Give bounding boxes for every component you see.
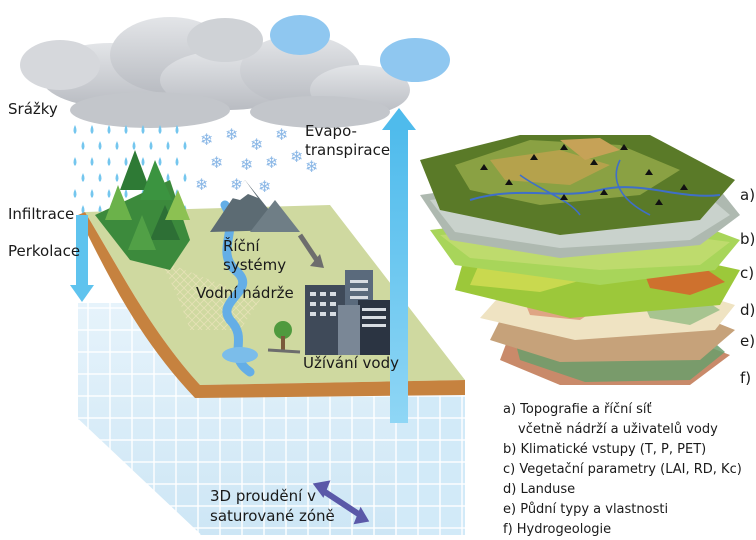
- raindrop: [107, 189, 111, 198]
- raindrop: [98, 173, 102, 182]
- raindrop: [141, 125, 145, 134]
- raindrop: [158, 157, 162, 166]
- raindrop: [115, 141, 119, 150]
- raindrop: [124, 157, 128, 166]
- layer-letter-a: a): [740, 186, 756, 204]
- mountain: [210, 180, 300, 232]
- clouds: [20, 15, 450, 128]
- raindrop: [81, 141, 85, 150]
- svg-text:❄: ❄: [195, 175, 208, 194]
- raindrop: [73, 189, 77, 198]
- raindrop: [158, 125, 162, 134]
- svg-text:❄: ❄: [265, 153, 278, 172]
- legend-item-f: f) Hydrogeologie: [503, 522, 612, 537]
- svg-text:❄: ❄: [275, 125, 288, 144]
- city: [274, 270, 390, 355]
- label-3d-flow-line2: saturované zóně: [210, 507, 335, 525]
- legend-item-b: b) Klimatické vstupy (T, P, PET): [503, 442, 707, 457]
- forest: [95, 150, 190, 270]
- legend-item-d: d) Landuse: [503, 482, 576, 497]
- evapotranspiration-arrow: [382, 108, 416, 423]
- raindrop: [175, 125, 179, 134]
- raindrop: [166, 173, 170, 182]
- layer-letter-c: c): [740, 264, 755, 282]
- svg-text:❄: ❄: [250, 135, 263, 154]
- svg-text:❄: ❄: [258, 177, 271, 196]
- raindrop: [115, 173, 119, 182]
- layer-letter-f: f): [740, 369, 752, 387]
- label-water-use: Užívání vody: [303, 354, 399, 372]
- legend-item-a: a) Topografie a říční síť: [503, 402, 652, 417]
- legend-item-a-cont: včetně nádrží a uživatelů vody: [518, 422, 718, 437]
- raindrop: [90, 189, 94, 198]
- river-flow-arrow: [297, 233, 324, 268]
- label-reservoirs: Vodní nádrže: [196, 284, 294, 302]
- snowflakes: ❄❄❄ ❄❄❄ ❄❄❄ ❄❄❄: [195, 125, 318, 196]
- svg-text:❄: ❄: [305, 157, 318, 176]
- raindrop: [141, 157, 145, 166]
- raindrop: [107, 157, 111, 166]
- raindrop: [90, 125, 94, 134]
- label-precipitation: Srážky: [8, 100, 58, 118]
- legend-item-c: c) Vegetační parametry (LAI, RD, Kc): [503, 462, 742, 477]
- label-evapo-line1: Evapo-: [305, 122, 357, 140]
- label-evapo-line2: transpirace: [305, 141, 391, 159]
- svg-text:❄: ❄: [210, 153, 223, 172]
- layer-letter-d: d): [740, 301, 756, 319]
- raindrop: [81, 205, 85, 214]
- raindrop: [107, 125, 111, 134]
- layer-letter-b: b): [740, 230, 756, 248]
- raindrop: [90, 157, 94, 166]
- groundwater-flow-arrow: [312, 480, 370, 525]
- label-infiltration: Infiltrace: [8, 205, 75, 223]
- label-3d-flow-line1: 3D proudění v: [210, 487, 316, 505]
- svg-text:❄: ❄: [240, 155, 253, 174]
- raindrop: [166, 141, 170, 150]
- raindrop: [98, 141, 102, 150]
- river: [220, 200, 258, 377]
- raindrop: [124, 125, 128, 134]
- raindrop: [132, 141, 136, 150]
- raindrop: [73, 157, 77, 166]
- label-percolation: Perkolace: [8, 242, 81, 260]
- raindrop: [183, 141, 187, 150]
- label-river-line1: Říční: [223, 237, 260, 255]
- infiltration-arrow: [70, 215, 94, 302]
- raindrop: [183, 173, 187, 182]
- svg-text:❄: ❄: [200, 130, 213, 149]
- water-use-arrow: [267, 348, 301, 354]
- raindrop: [124, 189, 128, 198]
- raindrop: [149, 141, 153, 150]
- raindrop: [73, 125, 77, 134]
- label-river-line2: systémy: [223, 256, 287, 274]
- svg-text:❄: ❄: [225, 125, 238, 144]
- data-layers-stack: [420, 135, 740, 385]
- svg-text:❄: ❄: [290, 147, 303, 166]
- raindrop: [81, 173, 85, 182]
- layer-letter-e: e): [740, 332, 756, 350]
- raindrop: [175, 157, 179, 166]
- legend-item-e: e) Půdní typy a vlastnosti: [503, 502, 669, 517]
